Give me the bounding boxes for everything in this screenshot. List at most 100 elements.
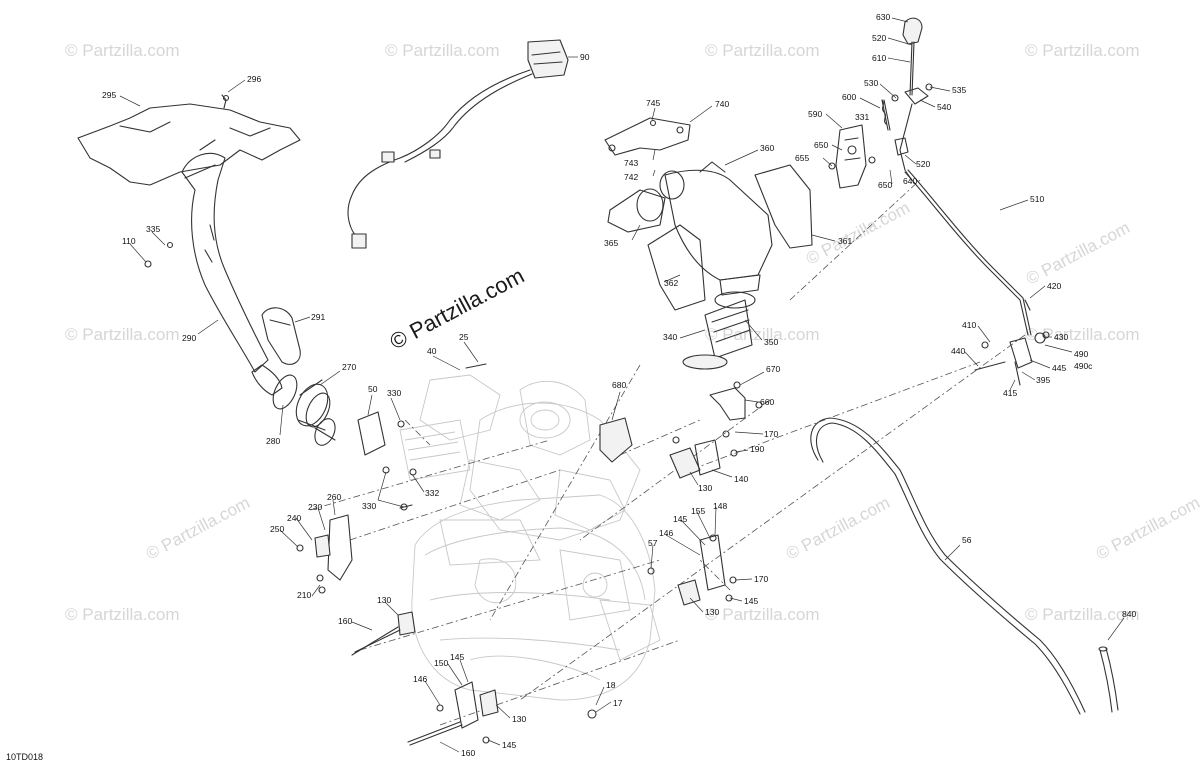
- callout-25: 25: [459, 332, 469, 342]
- callout-340: 340: [663, 332, 677, 342]
- callout-160: 160: [338, 616, 352, 626]
- callout-250: 250: [270, 524, 284, 534]
- airbox: [607, 161, 813, 311]
- callout-440: 440: [951, 346, 965, 356]
- callout-640: 640: [903, 176, 917, 186]
- callout-270: 270: [342, 362, 356, 372]
- callout-365: 365: [604, 238, 618, 248]
- callout-840: 840: [1122, 609, 1136, 619]
- watermark: © Partzilla.com: [143, 493, 253, 564]
- callout-445: 445: [1052, 363, 1066, 373]
- callout-332: 332: [425, 488, 439, 498]
- callout-170-lower: 170: [754, 574, 768, 584]
- hose-short: [1098, 646, 1119, 713]
- bracket: [604, 117, 691, 156]
- engine-mounts: [314, 387, 746, 746]
- watermark: © Partzilla.com: [705, 325, 820, 344]
- callout-430: 430: [1054, 332, 1068, 342]
- watermark: © Partzilla.com: [65, 605, 180, 624]
- callout-600: 600: [842, 92, 856, 102]
- callout-590: 590: [808, 109, 822, 119]
- callouts: 295 296 90 745 740 630 520 610 535 530 5…: [102, 12, 1136, 758]
- callout-350: 350: [764, 337, 778, 347]
- callout-362: 362: [664, 278, 678, 288]
- watermark: © Partzilla.com: [1025, 605, 1140, 624]
- callout-660: 660: [760, 397, 774, 407]
- callout-742: 742: [624, 172, 638, 182]
- callout-650-lower: 650: [878, 180, 892, 190]
- callout-130: 130: [698, 483, 712, 493]
- callout-230: 230: [308, 502, 322, 512]
- callout-330: 330: [387, 388, 401, 398]
- callout-18: 18: [606, 680, 616, 690]
- watermark: © Partzilla.com: [1023, 218, 1133, 289]
- intake-duct: [181, 153, 283, 396]
- watermark: © Partzilla.com: [65, 325, 180, 344]
- callout-155: 155: [691, 506, 705, 516]
- callout-240: 240: [287, 513, 301, 523]
- callout-146-bottom: 146: [413, 674, 427, 684]
- callout-296: 296: [247, 74, 261, 84]
- callout-145: 145: [673, 514, 687, 524]
- heat-shield: [77, 94, 301, 186]
- callout-50: 50: [368, 384, 378, 394]
- leader-lines: [119, 17, 1125, 753]
- callout-680: 680: [612, 380, 626, 390]
- callout-335: 335: [146, 224, 160, 234]
- callout-150: 150: [434, 658, 448, 668]
- callout-535: 535: [952, 85, 966, 95]
- callout-520-lower: 520: [916, 159, 930, 169]
- hose: [810, 417, 1086, 715]
- callout-260: 260: [327, 492, 341, 502]
- callout-740: 740: [715, 99, 729, 109]
- callout-650: 650: [814, 140, 828, 150]
- boot: [261, 307, 301, 365]
- watermark: © Partzilla.com: [65, 41, 180, 60]
- callout-145-right: 145: [744, 596, 758, 606]
- callout-17: 17: [613, 698, 623, 708]
- callout-291: 291: [311, 312, 325, 322]
- watermark-layer: © Partzilla.com © Partzilla.com © Partzi…: [65, 41, 1200, 624]
- watermark: © Partzilla.com: [705, 41, 820, 60]
- callout-610: 610: [872, 53, 886, 63]
- callout-210: 210: [297, 590, 311, 600]
- callout-743: 743: [624, 158, 638, 168]
- callout-280: 280: [266, 436, 280, 446]
- callout-145-lowest: 145: [502, 740, 516, 750]
- callout-360: 360: [760, 143, 774, 153]
- callout-415: 415: [1003, 388, 1017, 398]
- diagram-id-label: 10TD018: [6, 752, 44, 762]
- watermark: © Partzilla.com: [705, 605, 820, 624]
- callout-57: 57: [648, 538, 658, 548]
- engine-block: [399, 374, 661, 701]
- callout-295: 295: [102, 90, 116, 100]
- watermark: © Partzilla.com: [1025, 41, 1140, 60]
- callout-145-bottom: 145: [450, 652, 464, 662]
- callout-520: 520: [872, 33, 886, 43]
- assembly-lines: [309, 179, 1026, 726]
- callout-40: 40: [427, 346, 437, 356]
- center-watermark: © Partzilla.com: [386, 263, 529, 355]
- callout-670: 670: [766, 364, 780, 374]
- callout-130-left: 130: [377, 595, 391, 605]
- callout-170: 170: [764, 429, 778, 439]
- callout-361: 361: [838, 236, 852, 246]
- filter: [682, 291, 756, 370]
- plate: [357, 411, 386, 456]
- callout-331: 331: [855, 112, 869, 122]
- callout-148: 148: [713, 501, 727, 511]
- callout-655: 655: [795, 153, 809, 163]
- callout-490c: 490c: [1074, 361, 1093, 371]
- callout-90: 90: [580, 52, 590, 62]
- watermark: © Partzilla.com: [385, 41, 500, 60]
- watermark: © Partzilla.com: [1093, 493, 1200, 564]
- callout-490: 490: [1074, 349, 1088, 359]
- callout-146: 146: [659, 528, 673, 538]
- callout-630: 630: [876, 12, 890, 22]
- callout-290: 290: [182, 333, 196, 343]
- callout-410: 410: [962, 320, 976, 330]
- harness-switch: [347, 39, 569, 249]
- coupling-clamps: [272, 374, 336, 446]
- lever-bracket: [835, 124, 909, 189]
